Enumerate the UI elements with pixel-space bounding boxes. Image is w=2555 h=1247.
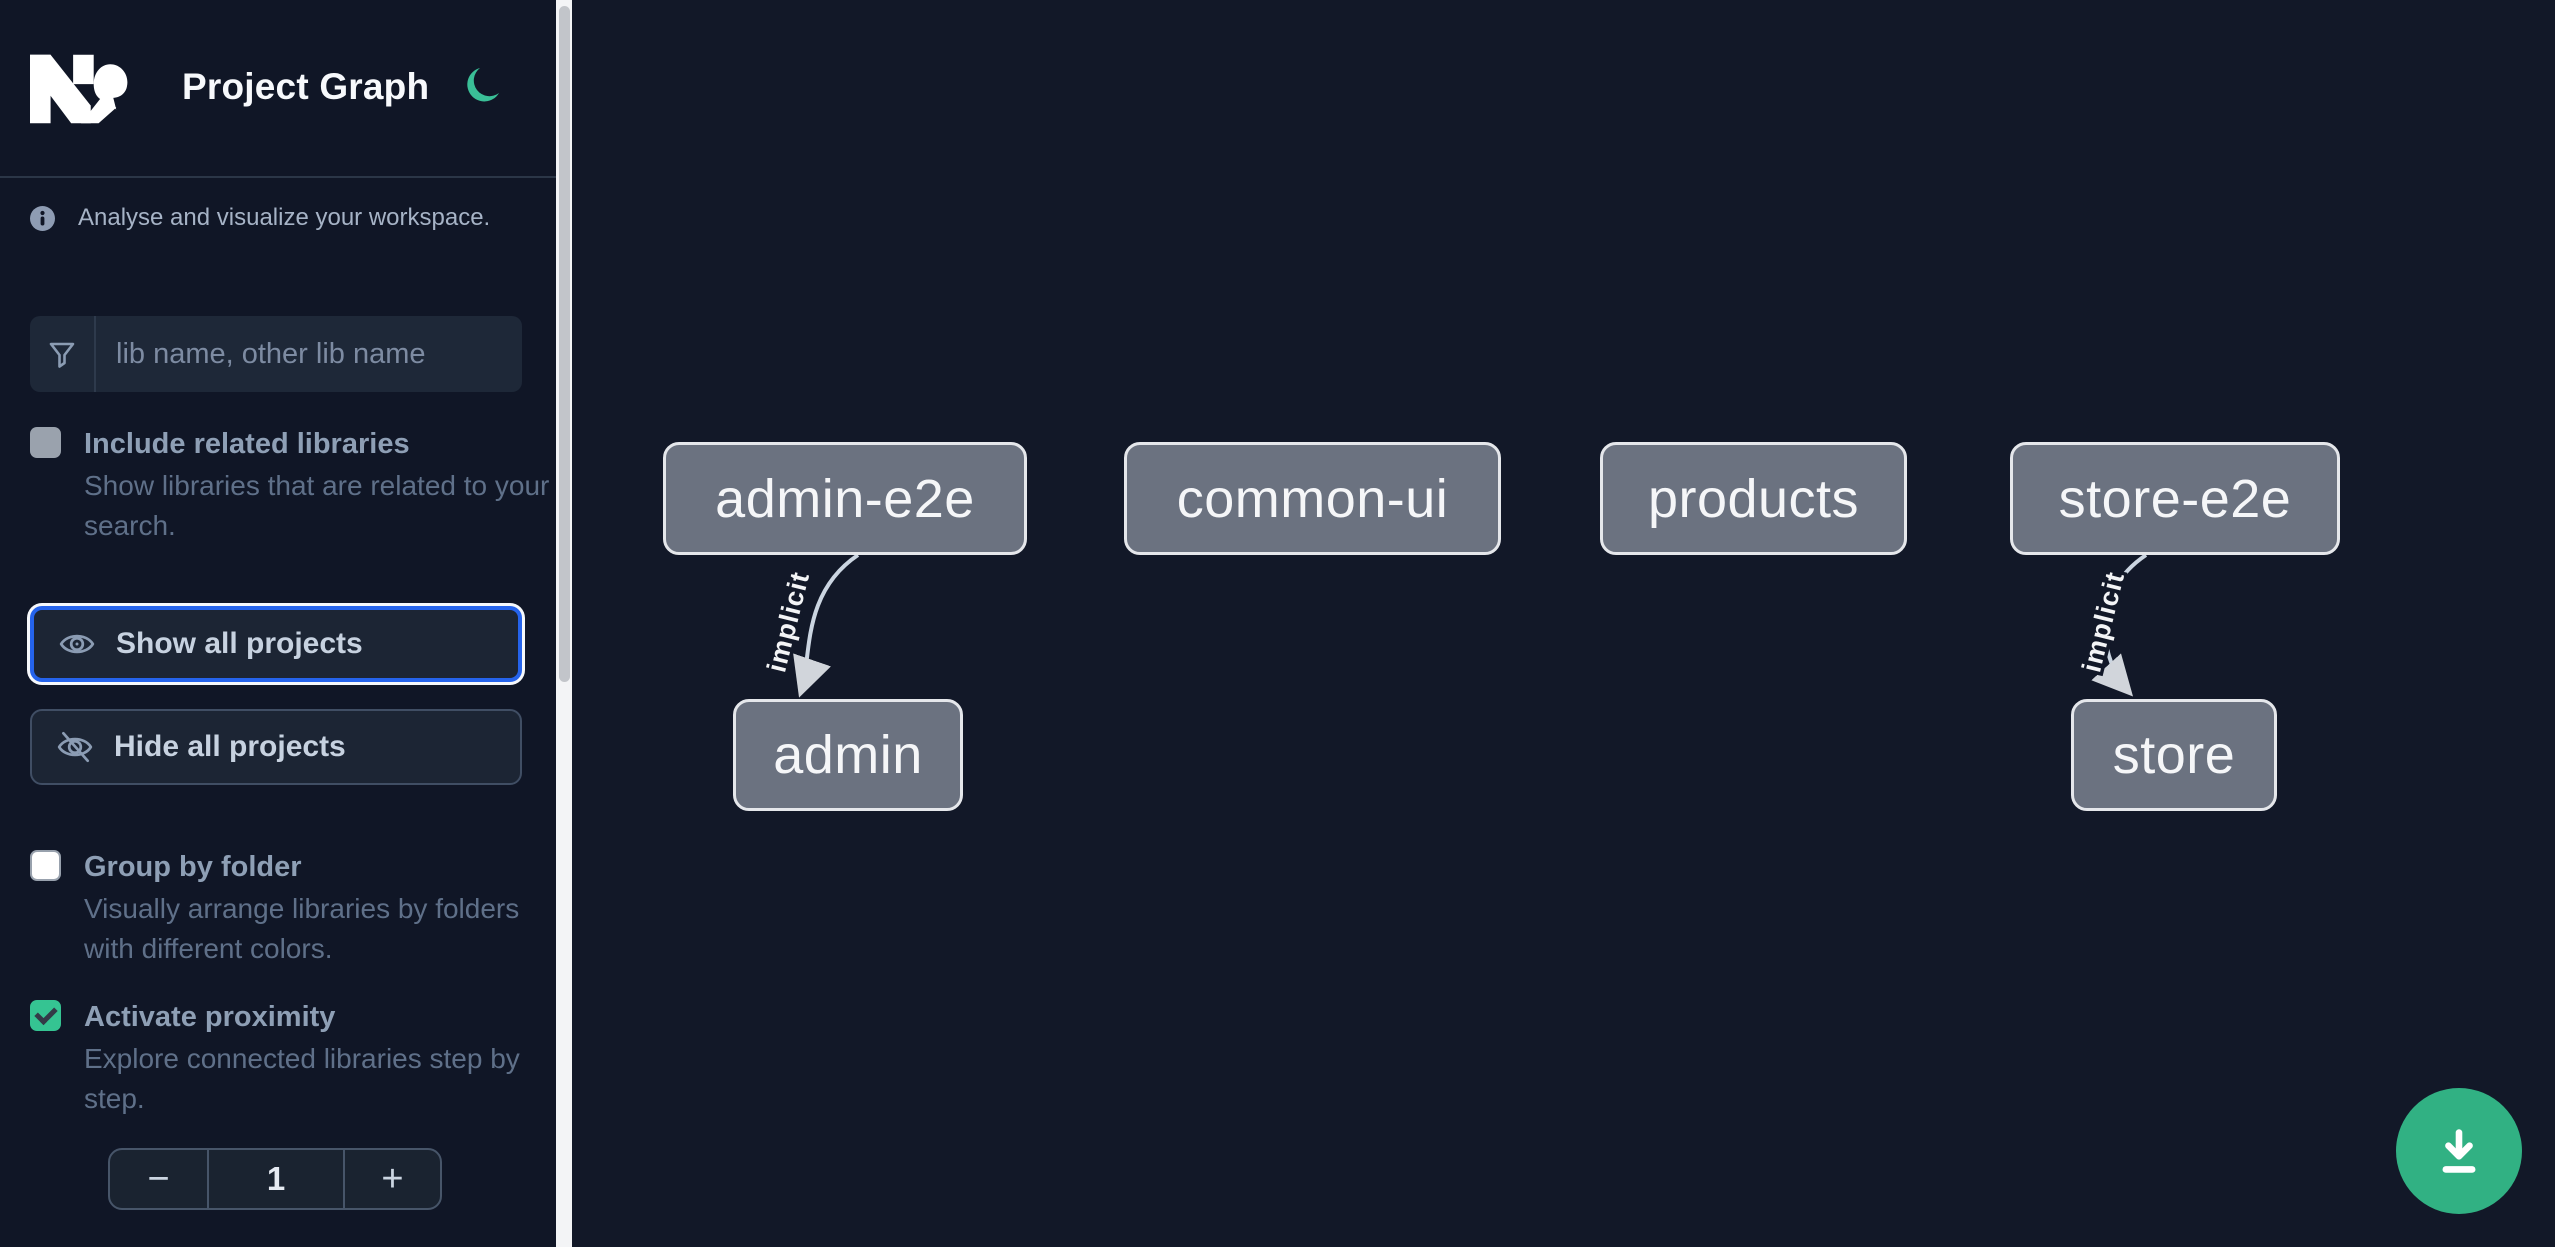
search-box bbox=[30, 316, 522, 392]
edge-label-implicit-store: implicit bbox=[2076, 568, 2130, 675]
group-by-folder-label: Group by folder bbox=[84, 851, 302, 883]
graph-node-products[interactable]: products bbox=[1600, 442, 1907, 555]
info-text: Analyse and visualize your workspace. bbox=[78, 204, 491, 231]
hide-all-projects-label: Hide all projects bbox=[114, 730, 346, 763]
workspace-info: Analyse and visualize your workspace. bbox=[30, 204, 490, 232]
group-by-folder-option: Group by folder Visually arrange librari… bbox=[30, 850, 554, 969]
moon-icon bbox=[467, 67, 499, 101]
hide-all-projects-button[interactable]: Hide all projects bbox=[30, 709, 522, 785]
sidebar-scrollbar-thumb[interactable] bbox=[559, 6, 570, 682]
graph-node-admin[interactable]: admin bbox=[733, 699, 963, 811]
edge-store-e2e-to-store bbox=[2091, 553, 2148, 697]
activate-proximity-label: Activate proximity bbox=[84, 1001, 336, 1033]
include-related-checkbox[interactable] bbox=[30, 427, 61, 458]
info-icon bbox=[30, 205, 55, 231]
edge-admin-e2e-to-admin bbox=[793, 553, 860, 698]
activate-proximity-option: Activate proximity Explore connected lib… bbox=[30, 1000, 554, 1119]
activate-proximity-checkbox[interactable] bbox=[30, 1000, 61, 1031]
show-all-projects-label: Show all projects bbox=[116, 627, 363, 660]
include-related-label: Include related libraries bbox=[84, 428, 410, 460]
sidebar-header: Project Graph bbox=[0, 0, 556, 178]
graph-node-common-ui[interactable]: common-ui bbox=[1124, 442, 1501, 555]
graph-node-admin-e2e[interactable]: admin-e2e bbox=[663, 442, 1027, 555]
nx-logo bbox=[30, 54, 128, 124]
group-by-folder-checkbox[interactable] bbox=[30, 850, 61, 881]
download-graph-button[interactable] bbox=[2396, 1088, 2522, 1214]
funnel-filter-icon bbox=[30, 316, 96, 392]
include-related-text: Include related libraries Show libraries… bbox=[84, 427, 554, 546]
eye-slash-icon bbox=[57, 731, 93, 763]
group-by-folder-description: Visually arrange libraries by folders wi… bbox=[84, 893, 520, 964]
include-related-option: Include related libraries Show libraries… bbox=[30, 427, 554, 546]
sidebar: Project Graph Analyse and visualize your… bbox=[0, 0, 556, 1247]
show-all-projects-button[interactable]: Show all projects bbox=[30, 606, 522, 682]
eye-icon bbox=[59, 634, 95, 654]
group-by-folder-text: Group by folder Visually arrange librari… bbox=[84, 850, 554, 969]
activate-proximity-description: Explore connected libraries step by step… bbox=[84, 1043, 520, 1114]
download-icon bbox=[2442, 1129, 2476, 1173]
activate-proximity-text: Activate proximity Explore connected lib… bbox=[84, 1000, 554, 1119]
search-input[interactable] bbox=[96, 316, 522, 392]
include-related-description: Show libraries that are related to your … bbox=[84, 470, 550, 541]
proximity-depth-value: 1 bbox=[207, 1150, 345, 1208]
decrement-button[interactable]: − bbox=[110, 1150, 207, 1208]
increment-button[interactable]: + bbox=[345, 1150, 440, 1208]
graph-node-store-e2e[interactable]: store-e2e bbox=[2010, 442, 2340, 555]
graph-node-store[interactable]: store bbox=[2071, 699, 2277, 811]
app-title: Project Graph bbox=[182, 66, 430, 107]
theme-toggle-button[interactable] bbox=[460, 62, 512, 114]
proximity-depth-stepper: − 1 + bbox=[108, 1148, 442, 1210]
